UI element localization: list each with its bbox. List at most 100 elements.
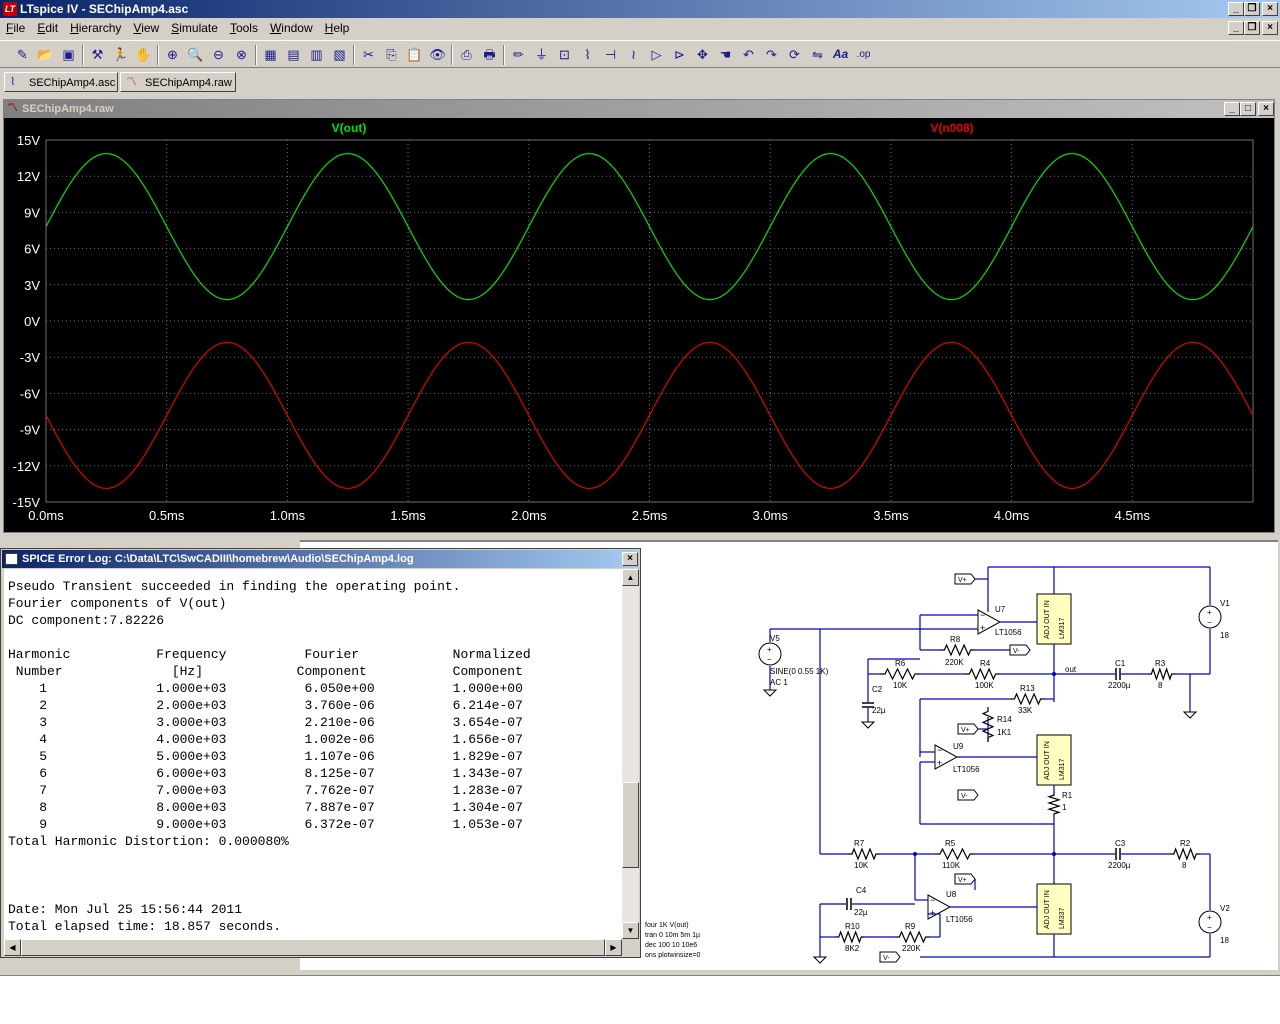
menu-file[interactable]: File <box>6 21 26 35</box>
spice-directive-icon[interactable]: .op <box>856 49 871 60</box>
log-horizontal-scrollbar[interactable]: ◀ ▶ <box>4 939 622 956</box>
net-label-tag[interactable] <box>954 873 976 885</box>
mdi-minimize-button[interactable]: _ <box>1228 21 1244 35</box>
wave-restore-button[interactable]: □ <box>1240 102 1256 116</box>
cut-icon[interactable]: ✂ <box>363 47 374 62</box>
regulator-lm317-top[interactable] <box>1036 593 1072 645</box>
redo-icon[interactable]: ↷ <box>766 47 777 62</box>
spice-error-log-window: SPICE Error Log: C:\Data\LTC\SwCADIII\ho… <box>0 548 641 958</box>
schematic-label: 8K2 <box>845 944 860 953</box>
trace-label-v-out[interactable]: V(out) <box>332 121 367 135</box>
menu-edit[interactable]: Edit <box>37 21 59 35</box>
menu-view[interactable]: View <box>133 21 160 35</box>
log-window-icon <box>5 553 18 565</box>
autorange-icon[interactable]: ▦ <box>264 47 277 62</box>
net-label-tag[interactable] <box>954 573 976 585</box>
label-net-icon[interactable]: ⊡ <box>559 47 570 62</box>
schematic-label: tran 0 10m 5m 1µ <box>645 932 700 939</box>
menu-hierarchy[interactable]: Hierarchy <box>70 21 122 35</box>
voltage-source-v5[interactable] <box>758 642 782 666</box>
mdi-close-button[interactable]: × <box>1262 21 1278 35</box>
document-tabs: ⌇ SEChipAmp4.asc 〽 SEChipAmp4.raw <box>0 70 1280 94</box>
scroll-up-arrow-icon[interactable]: ▲ <box>622 569 639 586</box>
trace-labels[interactable]: V(out) V(n008) <box>332 121 974 135</box>
copy-icon[interactable]: ⎘ <box>386 47 397 62</box>
scroll-thumb[interactable] <box>622 782 639 868</box>
scroll-left-arrow-icon[interactable]: ◀ <box>4 939 21 956</box>
net-label-tag[interactable] <box>1009 644 1031 656</box>
zoom-in-icon[interactable]: ⊕ <box>167 47 178 62</box>
run-icon[interactable]: 🏃 <box>112 47 129 62</box>
paste-icon[interactable]: 📋 <box>406 47 423 62</box>
tab-schematic[interactable]: ⌇ SEChipAmp4.asc <box>4 72 118 92</box>
opamp-u7[interactable] <box>977 609 1002 635</box>
resistor-r2 <box>1170 847 1200 861</box>
capacitor-icon[interactable]: ⊣ <box>604 47 617 62</box>
net-label-tag[interactable] <box>957 789 979 801</box>
draw-wire-icon[interactable]: ✏ <box>513 47 524 62</box>
tile-vertical-icon[interactable]: ▤ <box>287 47 300 62</box>
zoom-out-icon[interactable]: ⊖ <box>213 47 224 62</box>
close-button[interactable]: × <box>1262 2 1278 16</box>
log-line: 1 1.000e+03 6.050e+00 1.000e+00 <box>8 681 523 696</box>
scroll-right-arrow-icon[interactable]: ▶ <box>605 939 622 956</box>
resistor-icon[interactable]: ⌇ <box>584 47 591 62</box>
component-icon[interactable]: ⊳ <box>674 47 685 62</box>
net-label-tag[interactable] <box>957 723 979 735</box>
inductor-icon[interactable]: ≀ <box>631 47 636 62</box>
net-label-tag[interactable] <box>879 951 901 963</box>
voltage-source-v2[interactable] <box>1198 910 1222 934</box>
menu-help[interactable]: Help <box>324 21 350 35</box>
save-icon[interactable]: ▣ <box>62 47 75 62</box>
voltage-source-v1[interactable] <box>1198 605 1222 629</box>
control-panel-icon[interactable]: ⚒ <box>91 47 104 62</box>
scroll-down-arrow-icon[interactable]: ▼ <box>622 922 639 939</box>
schematic-label: U9 <box>953 742 964 751</box>
restore-button[interactable]: ❐ <box>1244 2 1260 16</box>
schematic-label: − <box>767 655 772 664</box>
wave-minimize-button[interactable]: _ <box>1224 102 1240 116</box>
text-icon[interactable]: Aa <box>832 47 849 61</box>
minimize-button[interactable]: _ <box>1228 2 1244 16</box>
rotate-icon[interactable]: ⟳ <box>789 47 800 62</box>
log-line: Number [Hz] Component Component <box>8 664 523 679</box>
menu-simulate[interactable]: Simulate <box>171 21 218 35</box>
hscroll-thumb[interactable] <box>21 939 605 956</box>
regulator-lm317-mid[interactable] <box>1036 734 1072 786</box>
new-schematic-icon[interactable]: ✎ <box>17 47 28 62</box>
resistor-r1 <box>1046 792 1062 817</box>
zoom-pan-icon[interactable]: 🔍 <box>187 47 204 62</box>
log-text-area[interactable]: Pseudo Transient succeeded in finding th… <box>4 569 622 939</box>
undo-icon[interactable]: ↶ <box>743 47 754 62</box>
opamp-u9[interactable] <box>934 744 959 770</box>
trace-label-v-n008[interactable]: V(n008) <box>930 121 973 135</box>
schematic-label: R10 <box>845 922 860 931</box>
halt-icon[interactable]: ✋ <box>135 47 152 62</box>
drag-icon[interactable]: ☚ <box>719 47 732 62</box>
open-icon[interactable]: 📂 <box>37 47 54 62</box>
cascade-icon[interactable]: ▧ <box>333 47 346 62</box>
mdi-restore-button[interactable]: ❐ <box>1244 21 1260 35</box>
schematic-label: − <box>937 745 942 755</box>
log-vertical-scrollbar[interactable]: ▲ ▼ <box>622 569 639 939</box>
find-icon[interactable]: 👁 <box>429 47 446 62</box>
opamp-u8[interactable] <box>927 894 952 920</box>
schematic-label: R6 <box>895 659 906 668</box>
ground-icon[interactable]: ⏚ <box>534 47 548 62</box>
tile-horizontal-icon[interactable]: ▥ <box>310 47 323 62</box>
menu-tools[interactable]: Tools <box>229 21 258 35</box>
print-setup-icon[interactable]: ⎙ <box>461 47 472 62</box>
schematic-label: C2 <box>872 685 883 694</box>
move-icon[interactable]: ✥ <box>697 47 708 62</box>
wave-close-button[interactable]: × <box>1258 102 1274 116</box>
mirror-icon[interactable]: ⇋ <box>812 47 823 62</box>
zoom-fit-icon[interactable]: ⊗ <box>236 47 247 62</box>
log-close-button[interactable]: × <box>622 552 638 566</box>
diode-icon[interactable]: ▷ <box>651 47 662 62</box>
menu-window[interactable]: Window <box>269 21 313 35</box>
tab-waveform[interactable]: 〽 SEChipAmp4.raw <box>120 72 236 92</box>
waveform-icon: 〽 <box>7 102 18 114</box>
print-icon[interactable]: 🖶 <box>483 47 496 62</box>
